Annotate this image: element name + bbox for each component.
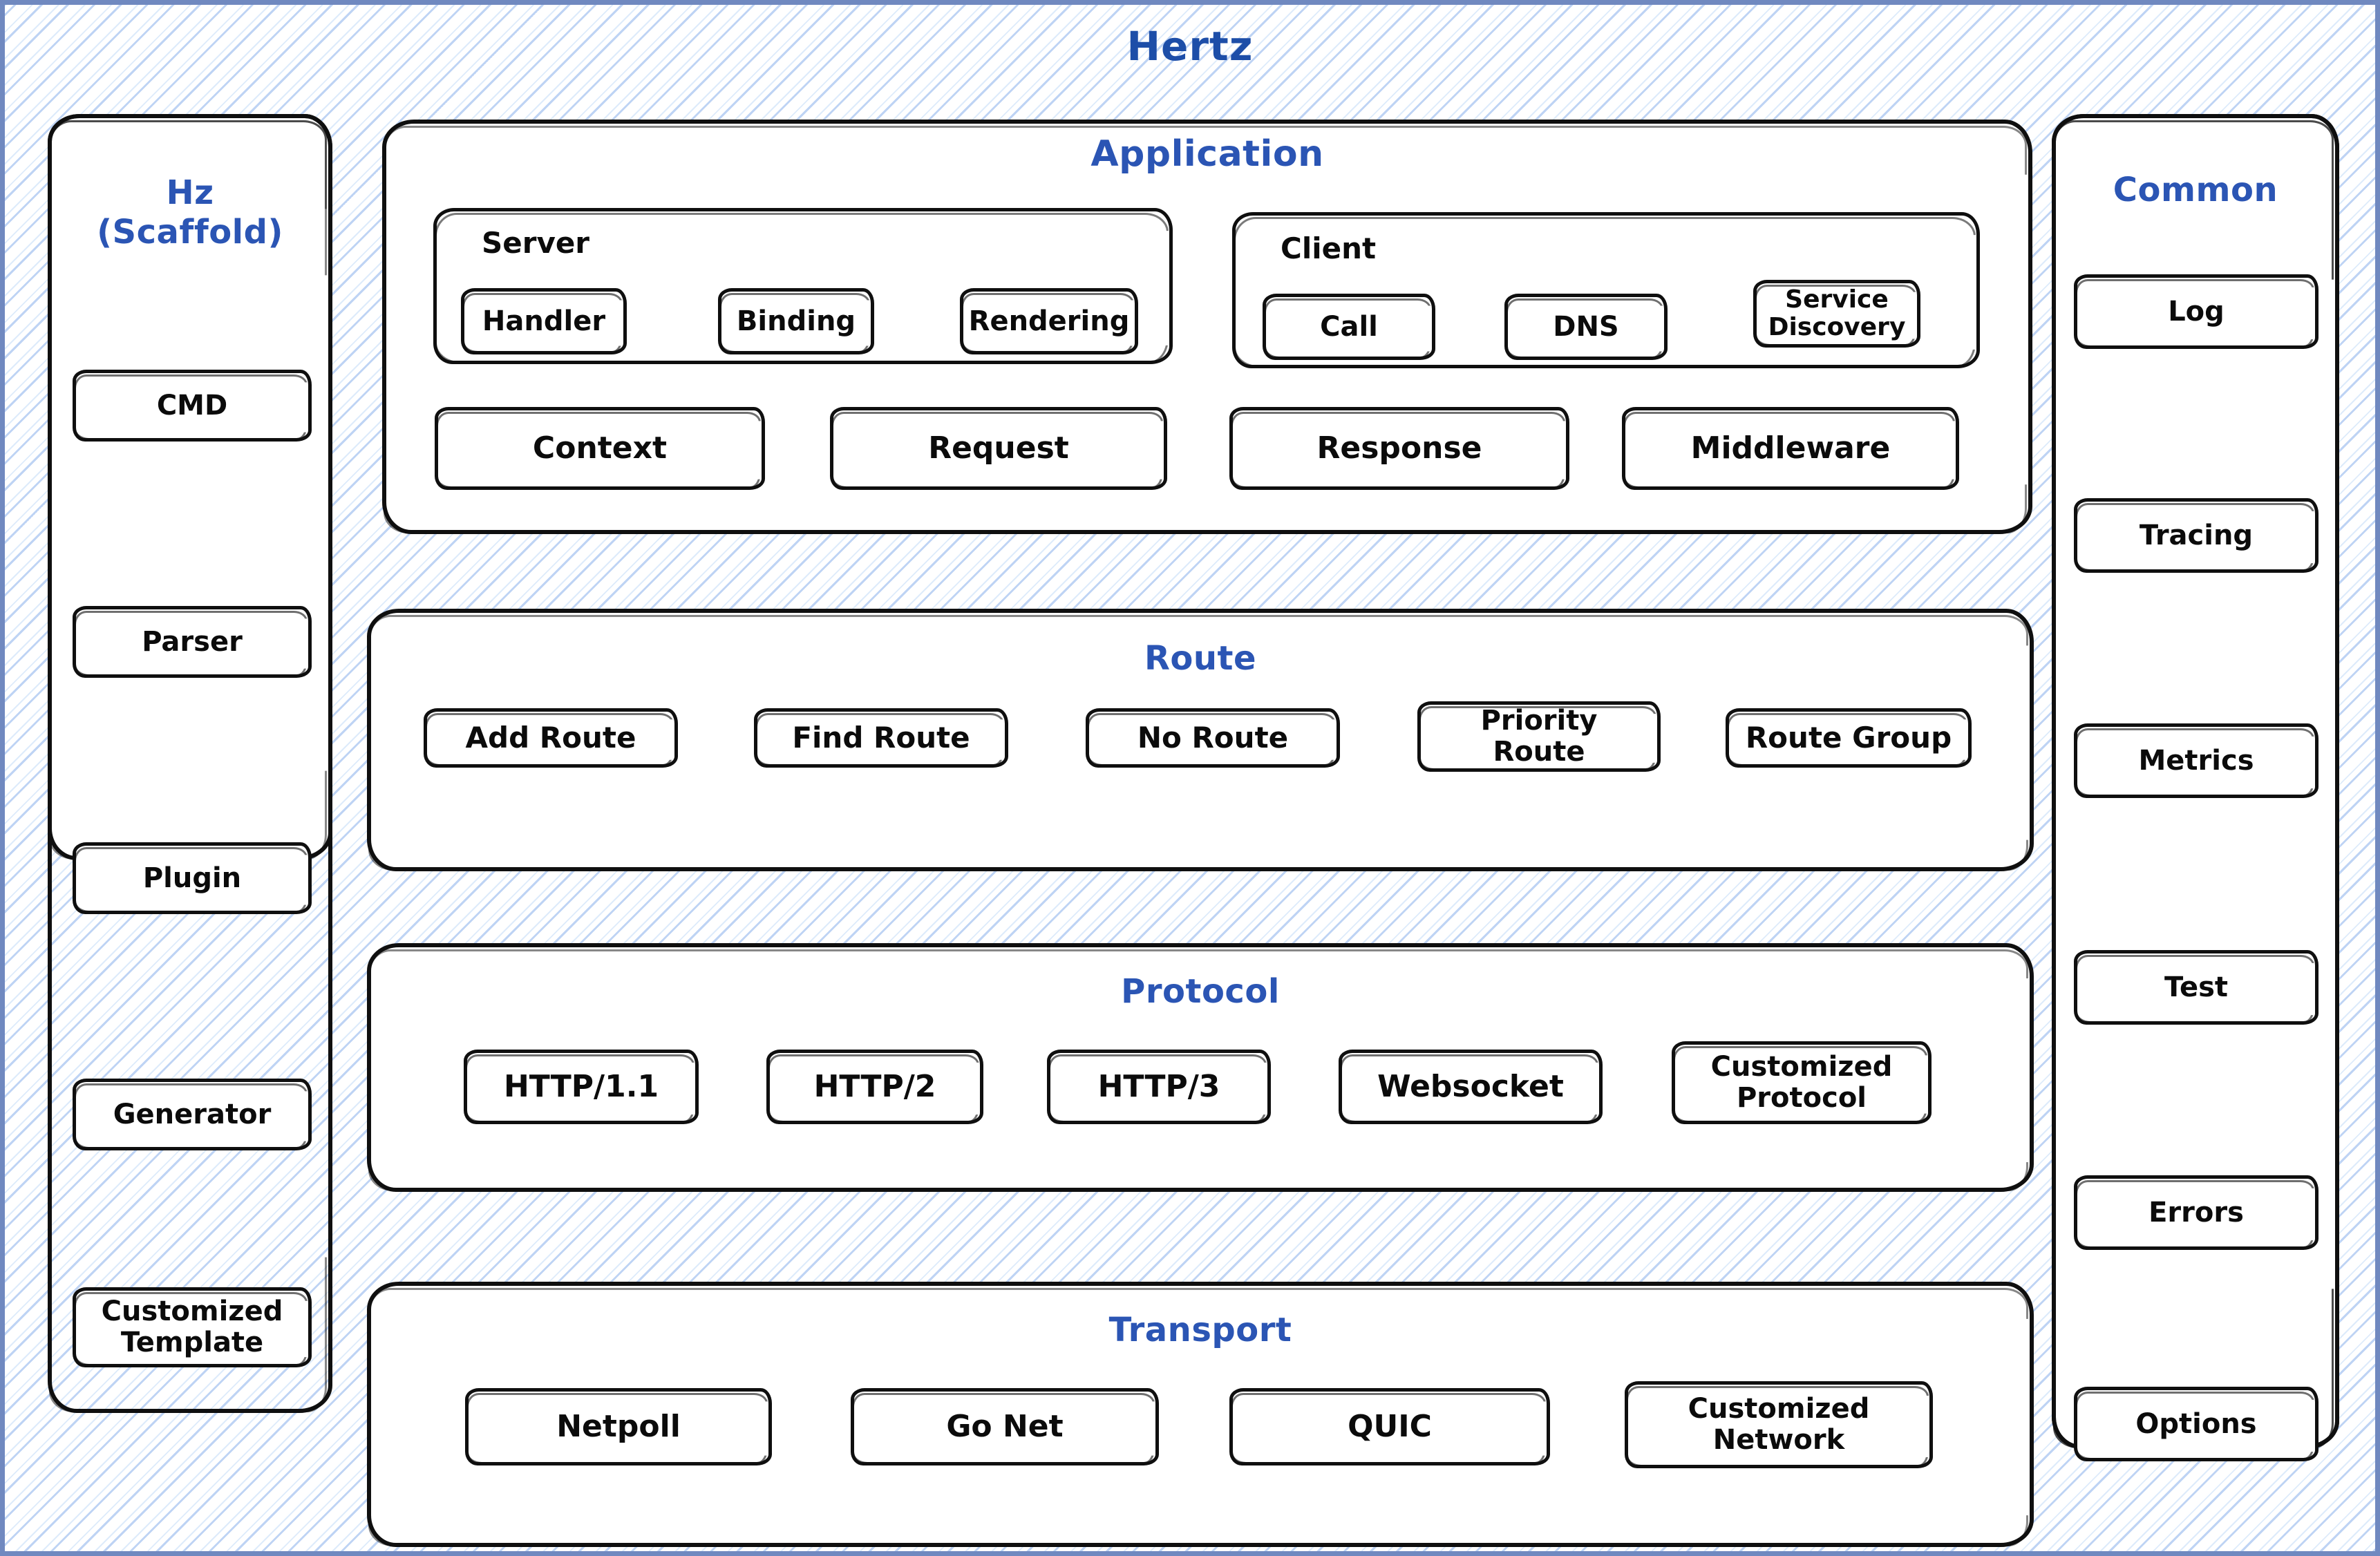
protocol-item-http2[interactable]: HTTP/2	[766, 1050, 983, 1124]
transport-item-customized-network[interactable]: Customized Network	[1625, 1381, 1933, 1468]
transport-item-netpoll[interactable]: Netpoll	[465, 1388, 772, 1465]
common-item-test[interactable]: Test	[2074, 950, 2318, 1025]
application-item-middleware[interactable]: Middleware	[1622, 407, 1959, 490]
scaffold-item-plugin[interactable]: Plugin	[73, 842, 312, 914]
protocol-item-http11[interactable]: HTTP/1.1	[464, 1050, 699, 1124]
transport-item-quic[interactable]: QUIC	[1229, 1388, 1550, 1465]
server-group-label: Server	[482, 226, 590, 260]
common-item-errors[interactable]: Errors	[2074, 1175, 2318, 1250]
route-item-add-route[interactable]: Add Route	[424, 708, 678, 768]
application-region-title: Application	[1090, 133, 1324, 175]
protocol-item-http3[interactable]: HTTP/3	[1047, 1050, 1271, 1124]
scaffold-panel-title: Hz (Scaffold)	[97, 173, 283, 252]
client-group-label: Client	[1281, 231, 1377, 265]
application-item-response[interactable]: Response	[1229, 407, 1569, 490]
server-item-binding[interactable]: Binding	[718, 288, 874, 354]
scaffold-item-parser[interactable]: Parser	[73, 606, 312, 678]
common-item-options[interactable]: Options	[2074, 1387, 2318, 1461]
client-item-call[interactable]: Call	[1263, 294, 1435, 360]
common-item-tracing[interactable]: Tracing	[2074, 498, 2318, 573]
common-item-log[interactable]: Log	[2074, 274, 2318, 349]
scaffold-item-customized-template[interactable]: Customized Template	[73, 1287, 312, 1367]
scaffold-item-generator[interactable]: Generator	[73, 1079, 312, 1150]
route-item-route-group[interactable]: Route Group	[1726, 708, 1972, 768]
protocol-item-websocket[interactable]: Websocket	[1339, 1050, 1603, 1124]
client-item-dns[interactable]: DNS	[1504, 294, 1668, 360]
common-panel-title: Common	[2113, 171, 2278, 209]
transport-item-go-net[interactable]: Go Net	[851, 1388, 1159, 1465]
scaffold-item-cmd[interactable]: CMD	[73, 370, 312, 442]
common-item-metrics[interactable]: Metrics	[2074, 723, 2318, 798]
client-item-service-discovery[interactable]: Service Discovery	[1753, 280, 1920, 348]
protocol-region-title: Protocol	[1121, 972, 1280, 1011]
application-item-context[interactable]: Context	[435, 407, 765, 490]
diagram-title: Hertz	[1126, 23, 1254, 70]
server-item-rendering[interactable]: Rendering	[960, 288, 1138, 354]
server-item-handler[interactable]: Handler	[461, 288, 627, 354]
route-region-title: Route	[1144, 639, 1257, 678]
route-item-priority-route[interactable]: Priority Route	[1417, 701, 1661, 772]
application-item-request[interactable]: Request	[830, 407, 1167, 490]
route-item-find-route[interactable]: Find Route	[754, 708, 1008, 768]
protocol-item-customized-protocol[interactable]: Customized Protocol	[1672, 1041, 1932, 1124]
transport-region-title: Transport	[1108, 1311, 1292, 1349]
route-item-no-route[interactable]: No Route	[1086, 708, 1340, 768]
